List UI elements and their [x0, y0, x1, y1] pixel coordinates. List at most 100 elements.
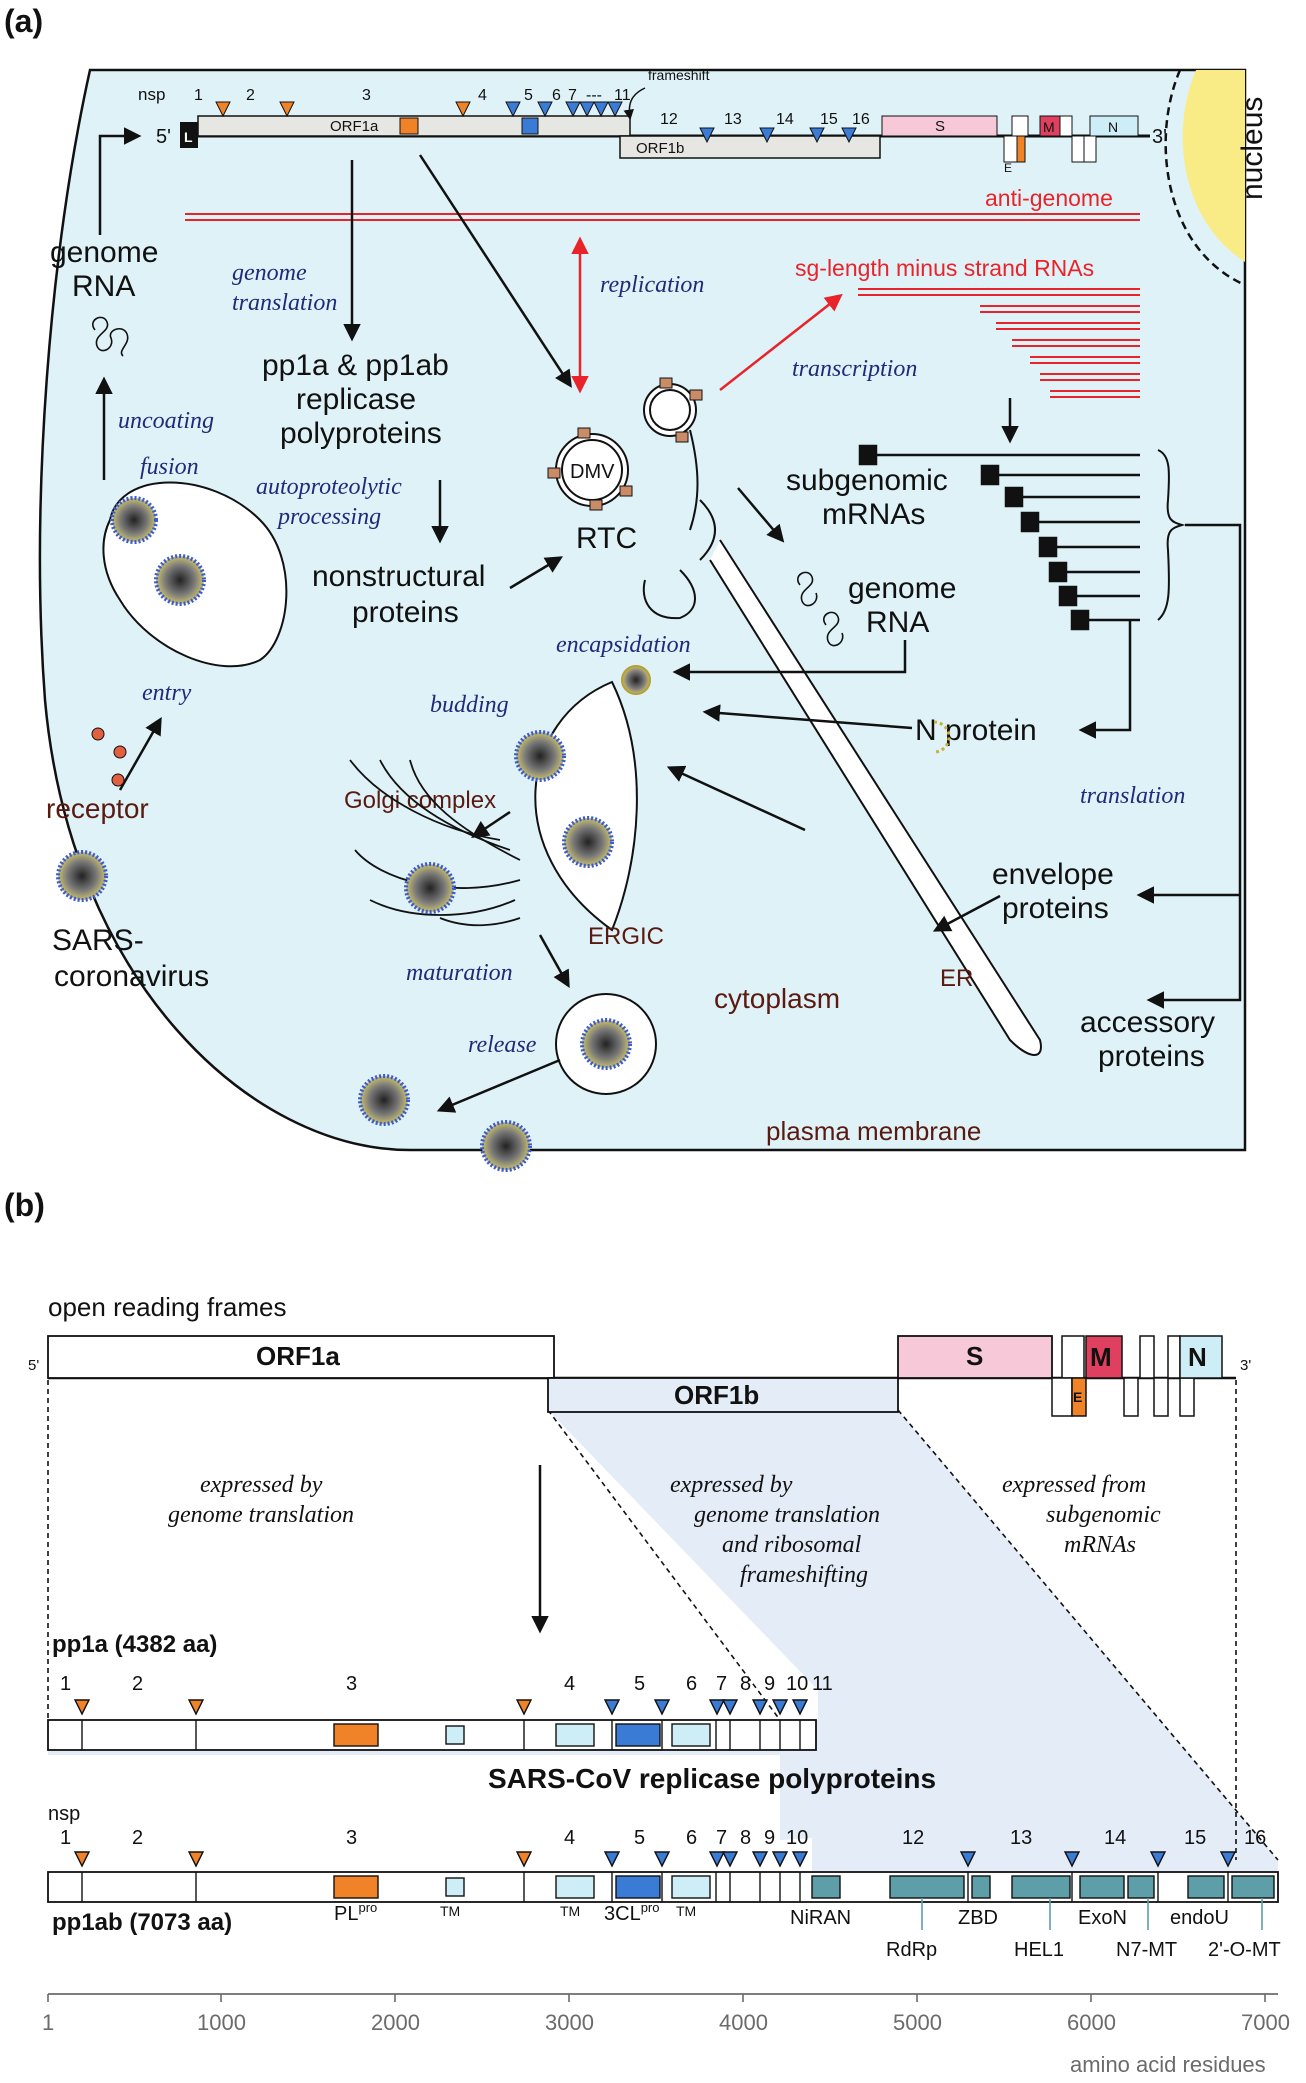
- pp1ab-nsp-numbers: 1 2 3 4 5 6 7 8 9 10 12 13 14 15 16: [60, 1827, 1266, 1849]
- nsp-label-top: nsp: [138, 85, 165, 104]
- svg-text:S: S: [966, 1341, 983, 1371]
- svg-text:NiRAN: NiRAN: [790, 1907, 851, 1929]
- svg-text:ER: ER: [940, 965, 973, 992]
- svg-text:TM: TM: [676, 1903, 696, 1919]
- svg-text:pp1a (4382 aa): pp1a (4382 aa): [52, 1631, 217, 1658]
- rtc-label: RTC: [576, 522, 637, 555]
- svg-text:M: M: [1043, 119, 1055, 135]
- tick-2000: 2000: [371, 2010, 420, 2035]
- svg-text:3: 3: [346, 1827, 357, 1849]
- svg-text:ORF1a: ORF1a: [256, 1341, 340, 1371]
- svg-text:envelope: envelope: [992, 858, 1114, 891]
- svg-text:M: M: [1090, 1342, 1112, 1372]
- svg-text:subgenomic: subgenomic: [1046, 1502, 1161, 1528]
- transcription-label: transcription: [792, 356, 917, 382]
- svg-text:N7-MT: N7-MT: [1116, 1939, 1177, 1961]
- svg-text:genome: genome: [50, 236, 158, 269]
- ergic-virion: [562, 816, 614, 868]
- svg-text:2: 2: [132, 1827, 143, 1849]
- svg-text:mRNAs: mRNAs: [1064, 1532, 1136, 1558]
- svg-text:TM: TM: [560, 1903, 580, 1919]
- pp1a-nsp-numbers: 1 2 3 4 5 6 7 8 9 10 11: [60, 1673, 833, 1695]
- leader-box: [180, 122, 198, 148]
- svg-text:7: 7: [716, 1827, 727, 1849]
- sars-virion: [56, 850, 108, 902]
- svg-text:14: 14: [1104, 1827, 1126, 1849]
- svg-text:and ribosomal: and ribosomal: [722, 1532, 862, 1558]
- svg-text:8: 8: [740, 1827, 751, 1849]
- svg-text:5: 5: [634, 1673, 645, 1695]
- svg-text:3': 3': [1240, 1357, 1251, 1374]
- svg-text:3: 3: [362, 87, 371, 104]
- orf1a-label: ORF1a: [330, 118, 379, 135]
- svg-text:entry: entry: [142, 680, 192, 706]
- svg-text:15: 15: [1184, 1827, 1206, 1849]
- orf1b-box: [619, 135, 881, 159]
- svg-text:1: 1: [60, 1827, 71, 1849]
- golgi-virion: [404, 862, 456, 914]
- svg-text:proteins: proteins: [1002, 892, 1109, 925]
- svg-text:N: N: [1188, 1342, 1207, 1372]
- genome-3prime: 3': [1152, 126, 1167, 148]
- svg-text:release: release: [468, 1032, 537, 1058]
- replication-label: replication: [600, 272, 704, 298]
- panel-b-label: (b): [4, 1187, 45, 1223]
- svg-text:genome translation: genome translation: [694, 1502, 880, 1528]
- n-bar: [1179, 1335, 1223, 1379]
- svg-text:maturation: maturation: [406, 960, 513, 986]
- svg-text:nsp: nsp: [48, 1803, 80, 1825]
- sg-minus-label: sg-length minus strand RNAs: [795, 255, 1094, 281]
- pp1ab-bar: [47, 1871, 1279, 1903]
- svg-text:proteins: proteins: [352, 596, 459, 629]
- svg-text:E: E: [1073, 1389, 1082, 1405]
- svg-text:3CLpro: 3CLpro: [604, 1900, 660, 1925]
- e-bar: [1071, 1377, 1087, 1417]
- svg-text:PLpro: PLpro: [334, 1900, 377, 1925]
- svg-text:11: 11: [812, 1673, 833, 1695]
- dmv-label: DMV: [570, 461, 615, 483]
- svg-text:replicase: replicase: [296, 383, 416, 416]
- svg-text:genome translation: genome translation: [168, 1502, 354, 1528]
- frameshift-label: frameshift: [648, 67, 710, 83]
- svg-text:Golgi complex: Golgi complex: [344, 787, 496, 814]
- svg-text:accessory: accessory: [1080, 1006, 1215, 1039]
- svg-text:TM: TM: [440, 1903, 460, 1919]
- svg-text:pp1ab (7073 aa): pp1ab (7073 aa): [52, 1909, 232, 1936]
- svg-text:subgenomic: subgenomic: [786, 464, 948, 497]
- svg-text:7: 7: [716, 1673, 727, 1695]
- orf1b-bar: [547, 1377, 899, 1413]
- svg-text:receptor: receptor: [46, 793, 149, 824]
- svg-text:12: 12: [902, 1827, 924, 1849]
- genome-map: L 5' 3' ORF1a ORF1b S E M N nsp 1 2 3 4 …: [138, 67, 1167, 175]
- svg-text:uncoating: uncoating: [118, 408, 214, 434]
- svg-text:pp1a & pp1ab: pp1a & pp1ab: [262, 349, 449, 382]
- genome-entry-arrow: [98, 127, 142, 235]
- rna-coil-icon: [92, 316, 129, 357]
- svg-text:ExoN: ExoN: [1078, 1907, 1127, 1929]
- svg-text:frameshifting: frameshifting: [740, 1562, 868, 1588]
- svg-text:6: 6: [686, 1673, 697, 1695]
- nucleus-label: nucleus: [1236, 97, 1269, 200]
- svg-text:SARS-CoV replicase polyprotein: SARS-CoV replicase polyproteins: [488, 1763, 936, 1794]
- s-bar: [897, 1335, 1053, 1379]
- pp1a-features: [73, 1699, 809, 1750]
- svg-text:expressed from: expressed from: [1002, 1472, 1146, 1498]
- leader-label: L: [184, 129, 193, 145]
- svg-text:translation: translation: [1080, 783, 1185, 809]
- aa-axis: 1 1000 2000 3000 4000 5000 6000 7000 ami…: [42, 1993, 1290, 2077]
- svg-text:16: 16: [1244, 1827, 1266, 1849]
- svg-text:N protein: N protein: [915, 714, 1037, 747]
- m-bar: [1085, 1335, 1123, 1379]
- svg-text:9: 9: [764, 1827, 775, 1849]
- svg-text:N: N: [1108, 119, 1118, 135]
- release-virion: [580, 1018, 632, 1070]
- endosome-virion: [154, 554, 206, 606]
- domain-labels: PLpro TM TM 3CLpro TM NiRAN ZBD ExoN end…: [334, 1900, 1281, 1961]
- svg-text:proteins: proteins: [1098, 1040, 1205, 1073]
- svg-text:13: 13: [1010, 1827, 1032, 1849]
- svg-text:4: 4: [564, 1673, 575, 1695]
- svg-text:S: S: [935, 118, 945, 135]
- svg-text:encapsidation: encapsidation: [556, 632, 691, 658]
- released-virion-1: [358, 1074, 410, 1126]
- s-box: [881, 115, 998, 137]
